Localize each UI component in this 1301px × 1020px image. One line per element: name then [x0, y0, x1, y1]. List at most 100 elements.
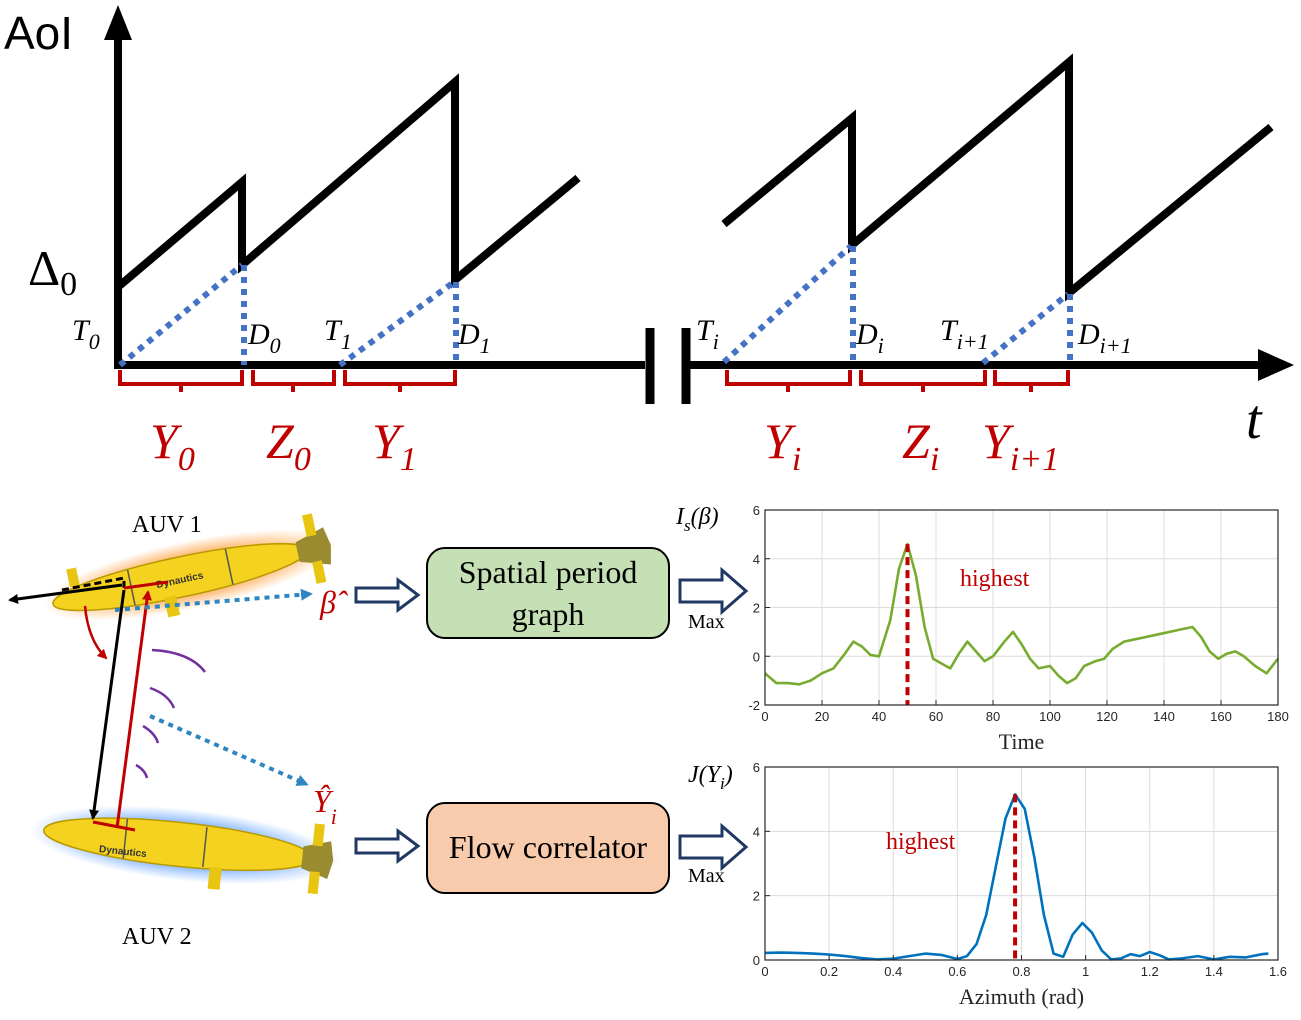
heading-dashed [61, 576, 126, 592]
flow-correlator-box [426, 802, 670, 894]
hollow-arrow-4 [678, 822, 749, 872]
flow-xtick-label-5: 1 [1082, 964, 1089, 979]
aoi-x-axis-arrowhead [1258, 349, 1294, 381]
bracket-y0 [118, 370, 244, 392]
aoi-x-axis-label: t [1246, 389, 1263, 451]
red-ref-line [92, 820, 136, 832]
flow-xtick-label-1: 0.2 [820, 964, 838, 979]
spatial-ytick-label-3: 4 [753, 552, 760, 567]
point-label-3: D1 [457, 318, 491, 358]
spatial-box-line1: Spatial period [459, 554, 638, 590]
interval-label-2: Y1 [372, 413, 417, 478]
point-label-7: Di+1 [1077, 318, 1132, 358]
auv-2: Dynautics [30, 805, 340, 895]
spatial-ytick-label-4: 6 [753, 503, 760, 518]
spatial-ylabel: Is(β) [675, 504, 719, 535]
flow-xtick-label-7: 1.4 [1205, 964, 1223, 979]
spatial-ytick-label-1: 0 [753, 649, 760, 664]
dotted-diag-i [721, 243, 854, 365]
bracket-yi [725, 370, 852, 392]
bracket-zi [859, 370, 987, 392]
delta-label: Δ0 [28, 240, 77, 303]
spatial-xtick-label-2: 40 [872, 709, 886, 724]
point-label-1: D0 [247, 318, 281, 358]
angle-arc [83, 605, 108, 660]
auv-2-brand: Dynautics [98, 844, 147, 860]
auv-illustration: Dynautics AUV 1 Dynautics AUV 2 [8, 512, 348, 950]
spatial-xtick-label-4: 80 [986, 709, 1000, 724]
dotted-diag-i1 [981, 291, 1070, 366]
link-arrow-black [89, 589, 126, 820]
point-label-6: Ti+1 [940, 314, 989, 354]
flow-xtick-label-2: 0.4 [884, 964, 902, 979]
spatial-ytick-label-0: -2 [748, 698, 760, 713]
flow-xtick-label-3: 0.6 [948, 964, 966, 979]
beta-hat-label: β̂ [319, 584, 348, 620]
bracket-z0 [251, 370, 336, 392]
spatial-xtick-label-3: 60 [929, 709, 943, 724]
auv-1: Dynautics [43, 513, 337, 621]
point-label-5: Di [855, 318, 884, 358]
y-hat-label: Ŷi [313, 783, 337, 829]
flow-xtick-label-6: 1.2 [1141, 964, 1159, 979]
aoi-sawtooth-left [115, 73, 581, 291]
flow-ytick-label-0: 0 [753, 953, 760, 968]
aoi-diagram: AoI t Δ0 T0 D0 T1 D1 Ti Di Ti+1 Di+1 Y0 Z0 Y1 Yi Zi… [4, 5, 1294, 478]
interval-label-1: Z0 [266, 413, 311, 478]
flow-annotation: highest [886, 829, 956, 855]
spatial-xtick-label-1: 20 [815, 709, 829, 724]
heading-arrow [8, 583, 123, 604]
flow-ytick-label-1: 2 [753, 889, 760, 904]
red-ref-line-top [123, 580, 169, 590]
beta-dotted-arrow [114, 588, 313, 612]
bracket-y1 [343, 370, 457, 392]
point-label-2: T1 [324, 314, 352, 354]
dotted-diag-0 [118, 262, 244, 368]
flow-xtick-label-8: 1.6 [1269, 964, 1287, 979]
hollow-arrow-1 [354, 577, 421, 613]
interval-label-4: Zi [902, 413, 939, 478]
spatial-box-line2: graph [512, 596, 585, 632]
spatial-xtick-label-7: 140 [1153, 709, 1175, 724]
spatial-xlabel: Time [999, 729, 1045, 754]
flow-xlabel: Azimuth (rad) [959, 984, 1084, 1009]
interval-label-0: Y0 [150, 413, 195, 478]
point-label-4: Ti [696, 314, 719, 354]
flow-ylabel: J(Yi) [688, 762, 733, 793]
point-labels: T0 D0 T1 D1 Ti Di Ti+1 Di+1 [72, 314, 1132, 358]
y-dotted-arrow [149, 714, 309, 786]
spatial-xtick-label-8: 160 [1210, 709, 1232, 724]
spatial-series-line-0 [764, 542, 1280, 686]
spatial-xtick-label-9: 180 [1267, 709, 1289, 724]
hollow-arrow-3 [354, 828, 421, 864]
max-label-1: Max [688, 611, 725, 633]
auv-2-label: AUV 2 [122, 924, 192, 950]
flow-xtick-label-0: 0 [761, 964, 768, 979]
auv-1-label: AUV 1 [132, 512, 202, 538]
spatial-ytick-label-2: 2 [753, 601, 760, 616]
flow-ytick-label-3: 6 [753, 760, 760, 775]
flow-box-label: Flow correlator [449, 829, 648, 865]
spatial-xtick-label-6: 120 [1096, 709, 1118, 724]
dotted-diag-1 [338, 279, 456, 368]
acoustic-waves [135, 648, 206, 779]
flow-xtick-label-4: 0.8 [1012, 964, 1030, 979]
spatial-xtick-label-5: 100 [1039, 709, 1061, 724]
point-label-0: T0 [72, 314, 100, 354]
link-arrow-red [115, 590, 152, 829]
flow-series-line-0 [764, 792, 1269, 961]
flow-ytick-label-2: 4 [753, 824, 760, 839]
spatial-xtick-label-0: 0 [761, 709, 768, 724]
aoi-y-axis-arrowhead [104, 5, 132, 40]
aoi-y-axis-label: AoI [4, 7, 73, 59]
interval-label-3: Yi [764, 413, 801, 478]
bracket-yi1 [993, 370, 1070, 392]
hollow-arrow-2 [678, 566, 749, 616]
max-label-2: Max [688, 865, 725, 887]
spatial-period-box [426, 547, 670, 639]
